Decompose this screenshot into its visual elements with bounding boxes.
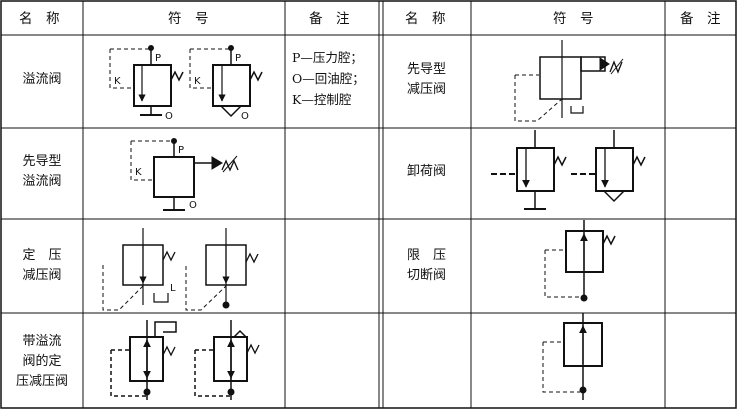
row-name-left-3: 定 压 减压阀 [2, 246, 82, 286]
header-symbol-left: 符 号 [168, 11, 209, 27]
unloading-valve-symbol [491, 130, 567, 210]
port-label: K [135, 167, 142, 178]
header-name-right: 名 称 [405, 11, 446, 27]
name-line: 先导型 [22, 154, 62, 169]
row-name-right-3: 限 压 切断阀 [383, 246, 470, 286]
row-name-right-1: 先导型 减压阀 [383, 60, 470, 100]
name-line: 压减压阀 [15, 374, 68, 389]
note-line: P—压力腔； [292, 50, 363, 65]
port-label: K [194, 76, 201, 87]
port-label: L [170, 283, 176, 294]
reducing-relief-valve-symbol [110, 320, 177, 400]
row-name-left-4: 带溢流 阀的定 压减压阀 [2, 332, 82, 392]
port-label: P [155, 53, 161, 64]
name-line: 阀的定 [22, 354, 62, 369]
port-label: O [241, 111, 249, 122]
relief-valve-symbol-alt: P K O [189, 45, 263, 122]
header-symbol-right: 符 号 [553, 11, 594, 27]
name-line: 溢流阀 [22, 174, 62, 189]
port-label: K [114, 76, 121, 87]
name-line: 定 压 [22, 248, 62, 263]
name-line: 限 压 [406, 248, 446, 263]
header-note-left: 备 注 [309, 11, 350, 27]
note-line: K—控制腔 [292, 92, 352, 107]
name-line: 切断阀 [406, 268, 446, 283]
name-line: 带溢流 [22, 334, 62, 349]
name-line: 卸荷阀 [406, 164, 446, 179]
pilot-reducing-valve-symbol [514, 40, 624, 122]
unloading-valve-symbol-alt [571, 130, 646, 203]
relief-valve-symbol: P K O [109, 45, 184, 122]
name-line: 减压阀 [406, 82, 446, 97]
name-line: 先导型 [406, 62, 446, 77]
pressure-limiting-shutoff-valve-symbol [544, 220, 616, 302]
fixed-pressure-reducing-valve-symbol: L [102, 228, 176, 311]
name-line: 减压阀 [22, 268, 62, 283]
row-note-left-1: P—压力腔； O—回油腔； K—控制腔 [292, 47, 365, 110]
row-name-right-2: 卸荷阀 [383, 162, 470, 182]
port-label: P [235, 53, 241, 64]
header-note-right: 备 注 [680, 11, 721, 27]
name-line: 溢流阀 [22, 72, 62, 87]
port-label: O [189, 200, 197, 211]
fixed-pressure-reducing-valve-symbol-alt [185, 228, 259, 311]
header-name-left: 名 称 [19, 11, 60, 27]
reducing-relief-valve-symbol-alt [194, 320, 260, 400]
note-line: O—回油腔； [292, 71, 365, 86]
row-name-left-2: 先导型 溢流阀 [2, 152, 82, 192]
shutoff-valve-symbol [542, 313, 603, 400]
pilot-relief-valve-symbol: P K O [130, 138, 239, 211]
port-label: O [165, 111, 173, 122]
port-label: P [178, 145, 184, 156]
row-name-left-1: 溢流阀 [2, 70, 82, 90]
